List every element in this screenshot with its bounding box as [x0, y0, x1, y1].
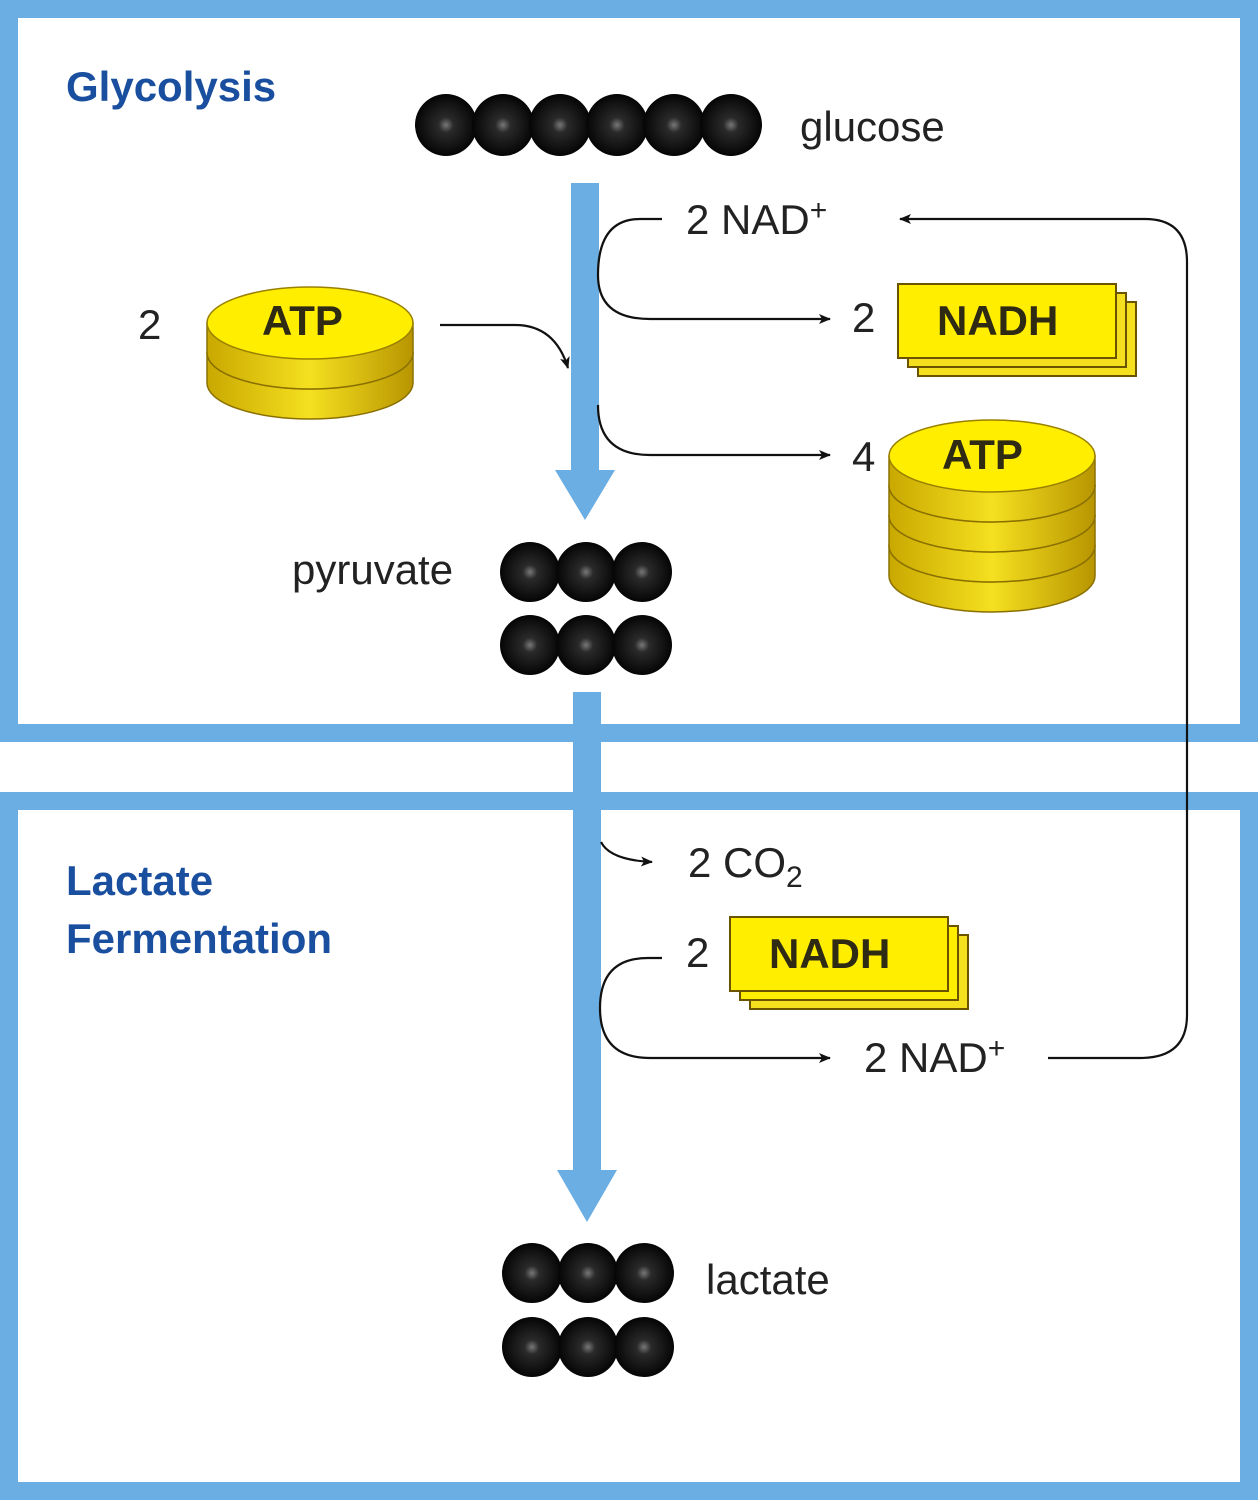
carbon-atom [500, 542, 560, 602]
lactate-label: lactate [706, 1256, 830, 1303]
glucose-label: glucose [800, 103, 945, 150]
reaction-arrows [440, 214, 1189, 1063]
carbon-atom [612, 542, 672, 602]
fermentation-panel [0, 792, 1258, 1500]
atp-input-count: 2 [138, 301, 162, 348]
carbon-atom [700, 94, 762, 156]
carbon-atom [614, 1317, 674, 1377]
coin-face [888, 419, 1096, 493]
carbon-atom [558, 1317, 618, 1377]
nadh-to-nad-arrow [598, 956, 831, 1063]
atp-input-arrow [440, 323, 570, 369]
carbon-atom [612, 615, 672, 675]
glucose-molecule [415, 94, 762, 156]
atp-output-icon [888, 419, 1096, 613]
pyruvate-label: pyruvate [292, 546, 454, 593]
carbon-atom [643, 94, 705, 156]
carbon-atom [502, 1317, 562, 1377]
atp-input-icon [206, 286, 414, 420]
atp-output-label: ATP [942, 431, 1023, 478]
nadh-output-count: 2 [852, 294, 876, 341]
nadh-output-label: NADH [937, 297, 1059, 344]
lactate-molecule [502, 1243, 674, 1377]
atp-output-arrow [596, 404, 831, 460]
nadh-output-icon [897, 283, 1137, 377]
fermentation-title-line1: Lactate [66, 857, 214, 904]
carbon-atom [500, 615, 560, 675]
nad-recycle-arrow [899, 214, 1189, 1060]
carbon-atom [415, 94, 477, 156]
carbon-atom [502, 1243, 562, 1303]
carbon-atom [472, 94, 534, 156]
carbon-atom [529, 94, 591, 156]
co2-arrow [600, 841, 653, 867]
flow-arrow-fermentation [557, 692, 617, 1222]
atp-output-count: 4 [852, 433, 876, 480]
carbon-atom [586, 94, 648, 156]
nad-output-label: 2 NAD+ [864, 1032, 1006, 1082]
co2-label: 2 CO2 [688, 839, 803, 894]
glycolysis-title: Glycolysis [66, 63, 277, 110]
nad-to-nadh-arrow [596, 217, 831, 324]
carbon-atom [556, 615, 616, 675]
nad-input-label: 2 NAD+ [686, 194, 828, 244]
carbon-atom [558, 1243, 618, 1303]
fermentation-title-line2: Fermentation [66, 915, 333, 962]
coin-face [206, 286, 414, 360]
nadh-input-label: NADH [769, 930, 891, 977]
carbon-atom [614, 1243, 674, 1303]
nadh-input-count: 2 [686, 929, 710, 976]
nadh-input-icon [729, 916, 969, 1010]
carbon-atom [556, 542, 616, 602]
atp-input-label: ATP [262, 297, 343, 344]
pyruvate-molecule [500, 542, 672, 675]
flow-arrow-glycolysis [555, 183, 615, 520]
